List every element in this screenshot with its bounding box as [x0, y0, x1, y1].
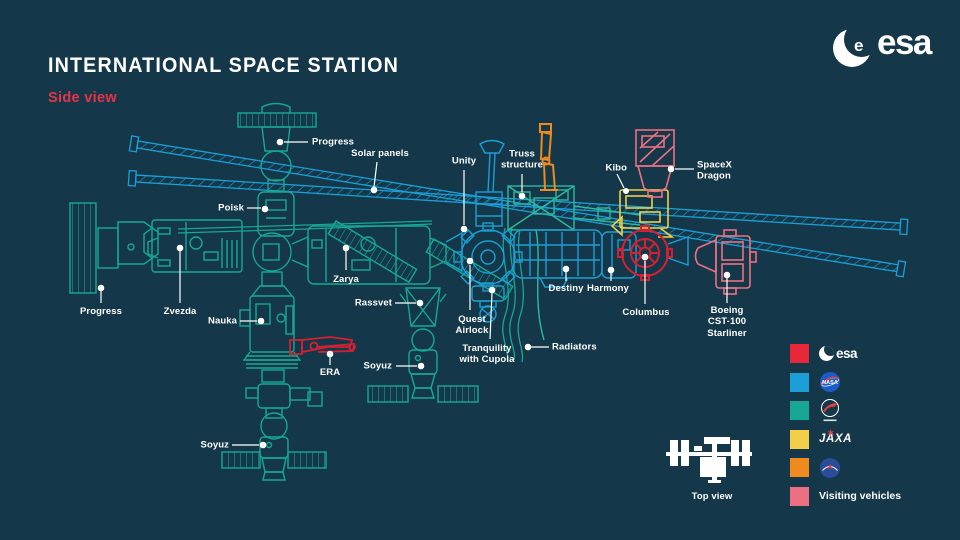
module-columbus [617, 225, 673, 281]
label-era: ERA [319, 367, 341, 378]
zvezda-panel-strip [177, 220, 433, 234]
label-top-view: Top view [691, 491, 733, 502]
era-arm [289, 336, 356, 355]
esa-e-glyph: e [854, 36, 864, 55]
csa-color-swatch [790, 458, 809, 477]
visiting-vehicles-label: Visiting vehicles [819, 490, 902, 502]
page-title: INTERNATIONAL SPACE STATION [48, 54, 400, 77]
legend-row-roscosmos [790, 399, 901, 422]
esa-logo: e esa [833, 22, 937, 71]
legend-row-nasa: NASA [790, 372, 901, 392]
esa-color-swatch [790, 344, 809, 363]
module-progress-top [237, 102, 317, 192]
module-nauka [239, 271, 302, 383]
esa-legend-logo: esa [819, 346, 858, 362]
label-kibo: Kibo [605, 162, 627, 174]
module-soyuz-mid [367, 328, 479, 403]
module-spacex-dragon [635, 129, 675, 198]
label-nauka: Nauka [207, 315, 237, 327]
label-zvezda: Zvezda [163, 306, 197, 317]
module-zarya [291, 220, 514, 301]
esa-dot-icon [840, 46, 845, 51]
us-segment [445, 139, 689, 323]
solar-array-beam-lower [127, 169, 909, 236]
jaxa-logo: JAXA ✶ [819, 428, 853, 445]
leader-lines [97, 138, 731, 449]
jaxa-star-icon: ✶ [827, 428, 836, 438]
legend-row-csa [790, 457, 901, 478]
esa-crescent-icon [833, 22, 879, 67]
module-rassvet [399, 287, 447, 327]
label-soyuz-mid: Soyuz [363, 360, 392, 372]
module-unity [453, 222, 523, 292]
label-harmony: Harmony [587, 283, 629, 294]
roscosmos-color-swatch [790, 401, 809, 420]
page-subtitle: Side view [48, 89, 117, 106]
label-spacex-dragon: SpaceX Dragon [697, 159, 732, 182]
label-soyuz-bottom: Soyuz [200, 439, 229, 451]
module-soyuz-bottom [221, 407, 327, 481]
label-solar-panels: Solar panels [351, 148, 409, 159]
legend-row-visiting-vehicles: Visiting vehicles [790, 486, 902, 506]
module-destiny [513, 229, 603, 288]
legend-row-jaxa: JAXA ✶ [790, 428, 901, 449]
svg-text:NASA: NASA [822, 380, 838, 386]
label-destiny: Destiny [548, 283, 584, 294]
esa-crescent-icon [819, 346, 834, 361]
starliner-adapter [667, 236, 689, 266]
visiting-vehicles-color-swatch [790, 486, 809, 506]
module-poisk [257, 191, 295, 237]
truss-structure [507, 185, 641, 341]
node-zvezda-forward [252, 232, 292, 272]
label-tranquility: Tranquility with Cupola [459, 343, 515, 366]
label-radiators: Radiators [552, 341, 597, 353]
nasa-logo: NASA [820, 372, 840, 392]
label-unity: Unity [451, 155, 477, 167]
top-view-thumbnail [666, 437, 752, 483]
label-progress-top: Progress [312, 136, 354, 148]
esa-wordmark: esa [877, 23, 932, 62]
module-kibo [610, 189, 675, 238]
canadarm2 [539, 123, 558, 191]
module-starliner [694, 229, 757, 295]
nasa-color-swatch [790, 372, 809, 392]
jaxa-color-swatch [790, 429, 809, 449]
label-truss-structure: Truss structure [500, 148, 544, 171]
label-rassvet: Rassvet [354, 297, 392, 309]
module-progress-left [69, 202, 159, 294]
module-tranquility [471, 285, 505, 323]
label-zarya: Zarya [333, 274, 359, 285]
csa-logo [820, 457, 840, 478]
label-quest-airlock: Quest Airlock [455, 314, 489, 337]
label-progress-left: Progress [80, 306, 122, 317]
module-zvezda [143, 219, 243, 273]
unity-mast [475, 139, 505, 227]
label-boeing-starliner: Boeing CST-100 Starliner [707, 305, 747, 339]
label-columbus: Columbus [622, 307, 670, 318]
roscosmos-logo [821, 399, 839, 422]
label-poisk: Poisk [218, 202, 244, 214]
module-prichal [245, 383, 323, 409]
legend-row-esa: esa [790, 344, 901, 363]
agency-legend: esa NASA JAXA ✶ [790, 344, 901, 515]
